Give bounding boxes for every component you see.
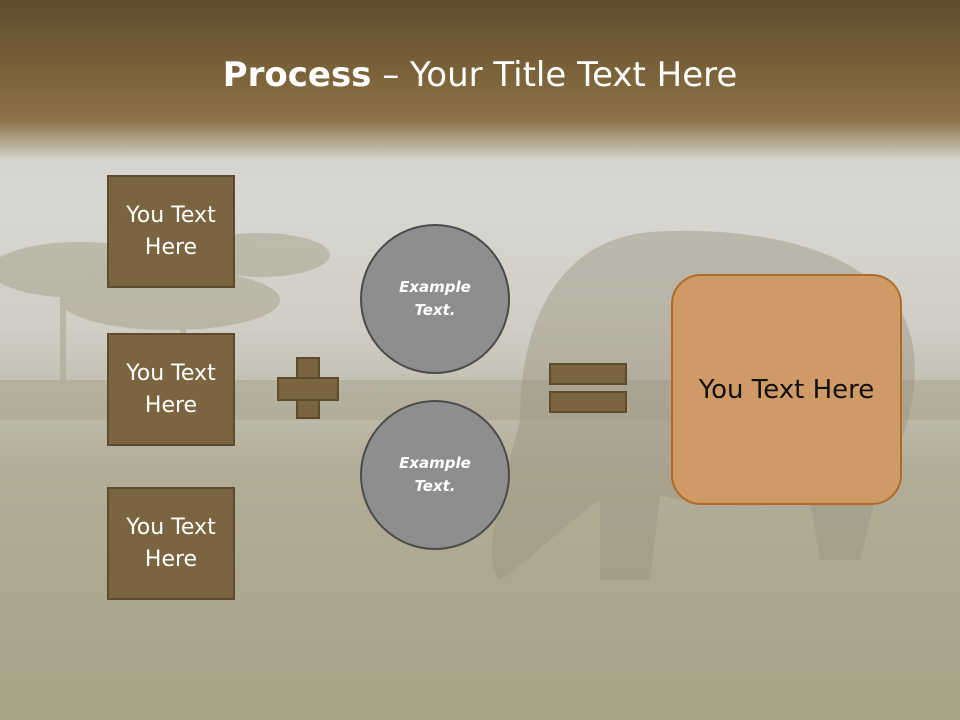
- example-circle-2[interactable]: Example Text.: [360, 400, 510, 550]
- plus-center: [298, 379, 318, 399]
- title-strong: Process: [222, 55, 372, 95]
- result-text-box[interactable]: You Text Here: [671, 274, 902, 505]
- left-text-box-1[interactable]: You Text Here: [107, 175, 235, 288]
- slide-title: Process – Your Title Text Here: [0, 52, 960, 98]
- title-rest: – Your Title Text Here: [371, 55, 738, 95]
- example-circle-1[interactable]: Example Text.: [360, 224, 510, 374]
- equals-top-bar: [549, 363, 627, 385]
- title-bar: [0, 0, 960, 160]
- left-text-box-2[interactable]: You Text Here: [107, 333, 235, 446]
- equals-bottom-bar: [549, 391, 627, 413]
- left-text-box-3[interactable]: You Text Here: [107, 487, 235, 600]
